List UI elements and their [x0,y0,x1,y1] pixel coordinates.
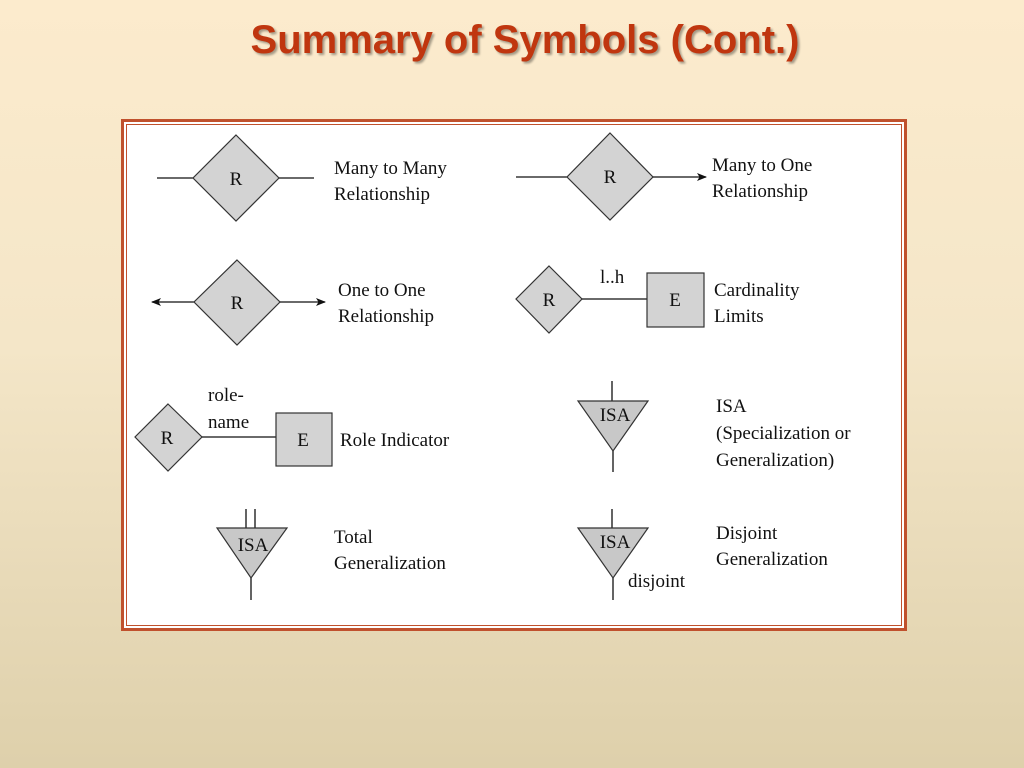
many-to-one-symbol: R [516,132,707,221]
many-to-many-label-1: Many to Many [334,158,447,179]
relationship-diamond [566,132,654,221]
diamond-label: R [543,290,556,311]
cardinality-symbol: R l..h E [515,265,705,334]
disjoint-generalization-symbol: ISA disjoint [576,509,686,600]
isa-label: ISA [600,405,631,426]
slide-title: Summary of Symbols (Cont.) [250,18,800,62]
diamond-label: R [230,169,243,190]
role-name-label-1: role- [208,385,244,406]
total-generalization-symbol: ISA [215,509,289,600]
many-to-one-label-2: Relationship [712,181,808,202]
relationship-diamond [134,403,203,472]
entity-box [275,412,333,467]
total-generalization-label-2: Generalization [334,553,446,574]
cardinality-range-label: l..h [600,267,625,288]
isa-triangle [576,400,650,453]
entity-label: E [297,430,309,451]
diamond-label: R [161,428,174,449]
one-to-one-symbol: R [151,259,326,346]
disjoint-generalization-label-2: Generalization [716,549,828,570]
diamond-label: R [604,167,617,188]
isa-label-1: ISA [716,396,747,417]
one-to-one-label-1: One to One [338,280,426,301]
many-to-many-label-2: Relationship [334,184,430,205]
many-to-many-symbol: R [157,134,314,222]
isa-label-3: Generalization) [716,450,834,471]
cardinality-label-1: Cardinality [714,280,800,301]
diamond-label: R [231,293,244,314]
total-generalization-label-1: Total [334,527,373,548]
disjoint-tag-label: disjoint [628,571,686,592]
isa-label-2: (Specialization or [716,423,851,444]
isa-label: ISA [600,532,631,553]
cardinality-label-2: Limits [714,306,764,327]
entity-box [646,272,705,328]
many-to-one-label-1: Many to One [712,155,812,176]
disjoint-generalization-label-1: Disjoint [716,523,778,544]
relationship-diamond [193,259,281,346]
isa-symbol: ISA [576,381,650,472]
relationship-diamond [192,134,280,222]
role-indicator-symbol: R role- name E [134,385,333,472]
isa-triangle [215,527,289,580]
role-name-label-2: name [208,412,249,433]
relationship-diamond [515,265,583,334]
isa-triangle [576,527,650,580]
one-to-one-label-2: Relationship [338,306,434,327]
entity-label: E [669,290,681,311]
isa-label: ISA [238,535,269,556]
role-indicator-label: Role Indicator [340,430,450,451]
